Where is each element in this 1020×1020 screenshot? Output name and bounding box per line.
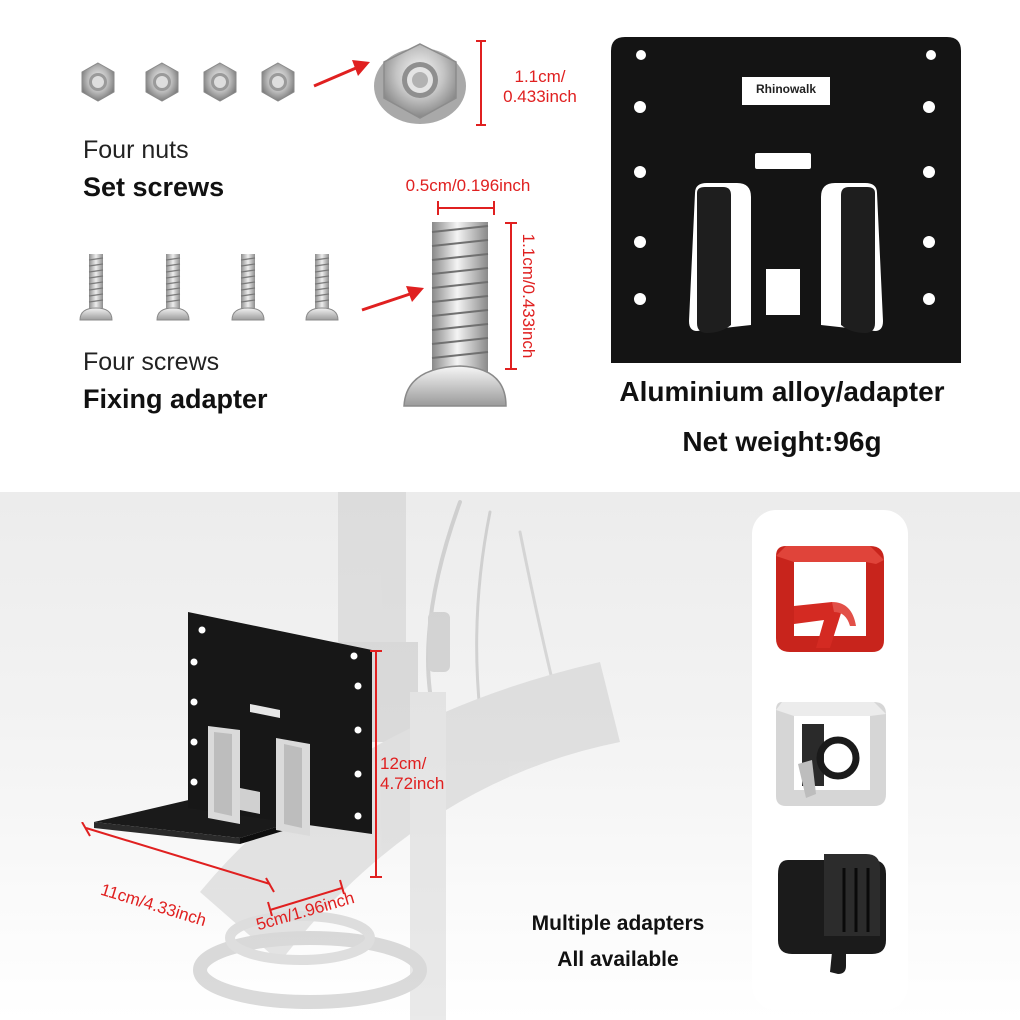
hardware-section: 1.1cm/ 0.433inch Four nuts Set screws 0.… — [0, 0, 1020, 492]
screw-length-dimension: 1.1cm/0.433inch — [519, 233, 538, 359]
material-caption: Aluminium alloy/adapter — [619, 376, 945, 407]
screw-icon — [305, 254, 339, 321]
nut-icon — [261, 62, 295, 102]
large-nut-icon — [374, 43, 466, 124]
height-dimension-label: 12cm/ 4.72inch — [380, 754, 490, 794]
height-dimension-cm: 12cm/ — [380, 754, 427, 773]
large-screw-icon — [403, 222, 507, 407]
depth-dimension-line — [267, 879, 345, 916]
nut-icon — [145, 62, 179, 102]
installation-section: 12cm/ 4.72inch 11cm/4.33inch 5cm/1.96inc… — [0, 492, 1020, 1020]
arrow-icon — [313, 60, 370, 88]
screws-subtitle: Fixing adapter — [83, 384, 268, 414]
screw-width-dimension: 0.5cm/0.196inch — [405, 176, 531, 195]
red-adapter-icon — [776, 546, 884, 652]
arrow-icon — [361, 286, 424, 312]
black-adapter-icon — [778, 854, 886, 974]
nut-icon — [203, 62, 237, 102]
screw-length-dimension-wrap: 1.1cm/0.433inch — [518, 222, 538, 370]
screw-icon — [231, 254, 265, 321]
screw-icon — [156, 254, 190, 321]
adapters-caption-line1: Multiple adapters — [531, 912, 705, 935]
adapters-caption-line2: All available — [557, 948, 679, 971]
silver-adapter-icon — [776, 702, 886, 806]
nut-dimension-label: 1.1cm/ 0.433inch — [490, 67, 590, 107]
brand-logo: Rhinowalk — [755, 82, 816, 96]
adapters-card — [752, 510, 908, 1010]
width-dimension-line — [81, 822, 275, 893]
nut-dimension-line1: 1.1cm/ — [514, 67, 566, 86]
bicycle-background — [193, 492, 620, 1020]
nuts-title: Four nuts — [83, 136, 189, 164]
mounted-plate — [94, 612, 372, 844]
height-dimension-inch: 4.72inch — [380, 774, 445, 793]
nuts-subtitle: Set screws — [83, 172, 225, 202]
screw-icon — [79, 254, 113, 321]
nut-dimension-line2: 0.433inch — [503, 87, 577, 106]
screws-title: Four screws — [83, 348, 220, 376]
plate-drawing — [611, 37, 961, 363]
weight-caption: Net weight:96g — [682, 426, 882, 457]
adapter-plate: Rhinowalk — [611, 37, 961, 363]
nut-icon — [81, 62, 115, 102]
